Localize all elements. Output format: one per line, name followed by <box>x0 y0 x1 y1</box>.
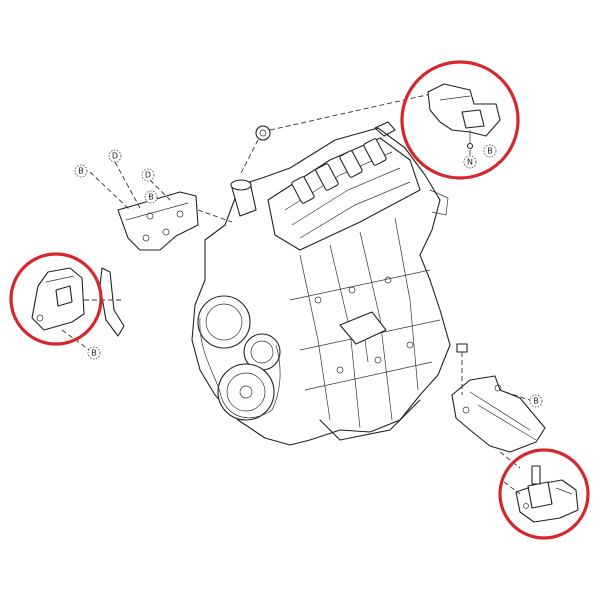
callout-b-right-bracket-text: B <box>533 397 539 406</box>
callout-d-mid-text: D <box>145 171 151 180</box>
right-upper-engine-mount <box>427 83 501 160</box>
left-engine-mount <box>31 267 125 353</box>
engine-block <box>191 121 451 446</box>
callout-d-mid: D <box>141 168 155 182</box>
right-lower-bracket <box>451 343 546 469</box>
callout-n-right-mount-top: N <box>463 155 477 169</box>
left-upper-bracket <box>89 161 233 251</box>
callout-b-right-bracket: B <box>529 394 543 408</box>
callout-b-left-bracket-text: B <box>148 193 154 202</box>
callout-d-top: D <box>108 149 122 163</box>
callout-b-right-mount-top-text: B <box>487 147 493 156</box>
highlight-circle-right-upper-mount <box>400 60 520 180</box>
right-lower-engine-mount <box>503 465 579 523</box>
callout-b-left-bracket: B <box>144 190 158 204</box>
highlight-circle-right-lower-mount <box>498 448 590 540</box>
callout-d-top-text: D <box>112 152 118 161</box>
highlight-circle-left-mount <box>9 252 103 346</box>
top-bolt-washer <box>239 91 441 176</box>
callout-b-left-bottom: B <box>87 346 101 360</box>
callout-b-left-top-text: B <box>78 167 84 176</box>
callout-b-left-top: B <box>74 164 88 178</box>
callout-b-left-bottom-text: B <box>91 349 97 358</box>
callout-b-right-mount-top: B <box>483 144 497 158</box>
callout-n-right-mount-top-text: N <box>467 158 473 167</box>
